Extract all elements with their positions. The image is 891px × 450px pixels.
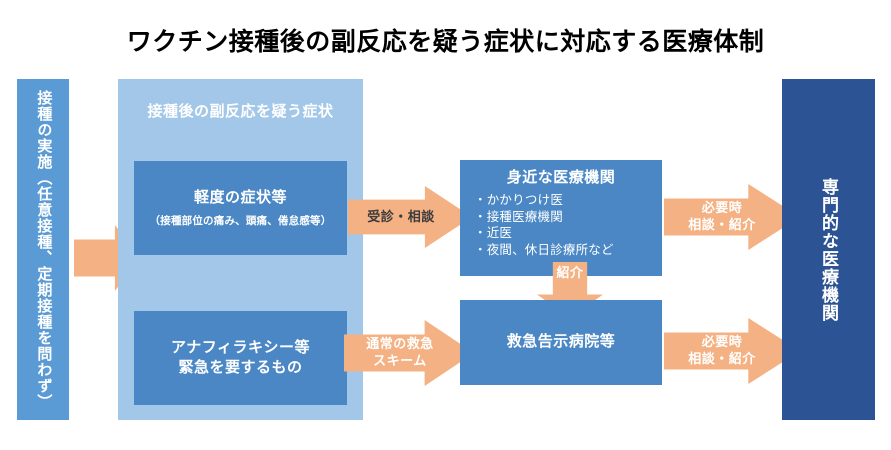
list-item: ・近医 [474,226,513,241]
local-facility-list: ・かかりつけ医 ・接種医療機関 ・近医 ・夜間、休日診療所など [460,192,662,258]
emergency-scheme-arrow-icon: 通常の救急 スキーム [344,320,474,386]
consult-arrow-label: 受診・相談 [367,208,435,224]
lower-referral-arrow-label: 必要時 相談・紹介 [688,334,756,366]
emergency-hospital-title: 救急告示病院等 [506,333,616,351]
upper-referral-arrow-icon: 必要時 相談・紹介 [664,184,800,250]
local-facility-box: 身近な医療機関 ・かかりつけ医 ・接種医療機関 ・近医 ・夜間、休日診療所など [460,160,662,276]
page-title: ワクチン接種後の副反応を疑う症状に対応する医療体制 [126,28,765,56]
right-column-label: 専門的な医療機関 [819,177,839,322]
list-item: ・接種医療機関 [474,209,563,224]
right-specialist-column: 専門的な医療機関 [782,79,875,420]
local-facility-title: 身近な医療機関 [506,169,616,186]
mild-symptoms-subtitle: （接種部位の痛み、頭痛、倦怠感等） [149,214,332,227]
emergency-scheme-arrow-label: 通常の救急 スキーム [366,336,434,368]
severe-symptoms-title: アナフィラキシー等 緊急を要するもの [171,338,310,376]
severe-symptoms-box: アナフィラキシー等 緊急を要するもの [134,311,347,405]
left-vaccination-column: 接種の実施（任意接種、定期接種を問わず） [17,79,69,420]
mild-symptoms-title: 軽度の症状等 [193,189,287,207]
consult-arrow-icon: 受診・相談 [348,186,472,248]
emergency-hospital-box: 救急告示病院等 [460,300,662,385]
referral-down-arrow-label: 紹介 [556,265,584,280]
list-item: ・夜間、休日診療所など [474,242,614,257]
mild-symptoms-box: 軽度の症状等 （接種部位の痛み、頭痛、倦怠感等） [134,161,347,255]
symptom-panel-heading: 接種後の副反応を疑う症状 [147,103,334,120]
left-column-label: 接種の実施（任意接種、定期接種を問わず） [35,89,53,410]
lower-referral-arrow-icon: 必要時 相談・紹介 [664,318,800,384]
list-item: ・かかりつけ医 [474,193,564,208]
upper-referral-arrow-label: 必要時 相談・紹介 [688,200,756,232]
